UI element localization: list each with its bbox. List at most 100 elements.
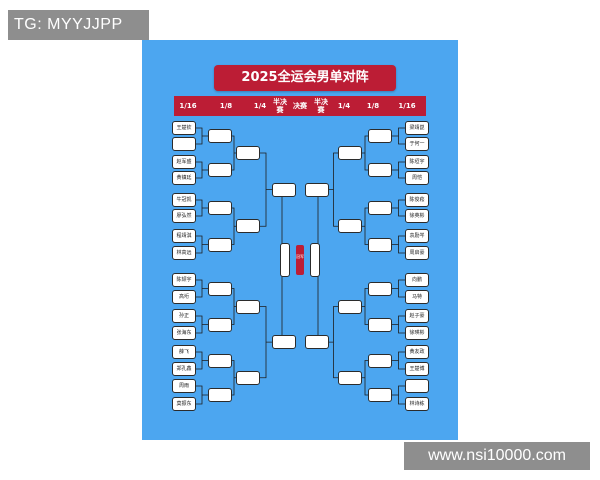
r8-slot-right-3 bbox=[368, 201, 392, 215]
connector-r16-left-2 bbox=[196, 161, 208, 179]
round-label-semi-left: 半决 赛 bbox=[273, 96, 287, 116]
r8-slot-left-5 bbox=[208, 281, 232, 296]
r8-slot-left-3 bbox=[208, 201, 232, 215]
connector-r8-right-3 bbox=[362, 288, 368, 325]
connector-r16-left-4 bbox=[196, 235, 208, 254]
semi-left-line1: 半决 bbox=[273, 98, 287, 106]
r8-slot-left-7 bbox=[208, 353, 232, 368]
round-label-final: 决赛 bbox=[293, 102, 307, 110]
player-slot-right-9: 向鹏 bbox=[405, 273, 429, 287]
semi-slot-left-1 bbox=[272, 182, 296, 197]
r4-slot-left-4 bbox=[236, 370, 260, 385]
final-slot-left bbox=[280, 243, 290, 277]
connector-r8-left-2 bbox=[232, 207, 236, 245]
connector-r16-right-3 bbox=[392, 199, 405, 217]
round-header-bar: 1/16 1/8 1/4 半决 赛 决赛 半决 赛 1/4 1/8 1/16 bbox=[174, 96, 426, 116]
r4-slot-right-4 bbox=[338, 370, 362, 385]
r4-slot-left-1 bbox=[236, 146, 260, 160]
r4-slot-left-3 bbox=[236, 299, 260, 314]
semi-right-line2: 赛 bbox=[317, 106, 325, 114]
r8-slot-right-5 bbox=[368, 281, 392, 296]
final-slot-right bbox=[310, 243, 320, 277]
player-slot-left-8: 林高远 bbox=[172, 246, 196, 260]
r8-slot-left-2 bbox=[208, 163, 232, 177]
r8-slot-left-4 bbox=[208, 237, 232, 252]
player-slot-left-9: 陈颉宇 bbox=[172, 273, 196, 287]
r8-slot-right-2 bbox=[368, 163, 392, 177]
semi-left-line2: 赛 bbox=[276, 106, 284, 114]
r8-slot-left-6 bbox=[208, 317, 232, 332]
player-slot-left-10: 高垳 bbox=[172, 290, 196, 304]
connector-r8-left-3 bbox=[232, 288, 236, 325]
connector-r16-right-1 bbox=[392, 127, 405, 145]
player-slot-right-3: 陈垣宇 bbox=[405, 155, 429, 169]
connector-r16-right-7 bbox=[392, 351, 405, 370]
round-label-semi-right: 半决 赛 bbox=[314, 96, 328, 116]
semi-slot-right-2 bbox=[305, 335, 329, 350]
r4-slot-left-2 bbox=[236, 219, 260, 234]
round-label-r16-left: 1/16 bbox=[179, 102, 197, 110]
r8-slot-left-1 bbox=[208, 129, 232, 143]
player-slot-left-4: 黄镇廷 bbox=[172, 171, 196, 185]
connector-r16-right-8 bbox=[392, 385, 405, 405]
round-label-r8-left: 1/8 bbox=[219, 102, 233, 110]
connector-r16-left-6 bbox=[196, 315, 208, 334]
player-slot-right-15 bbox=[405, 379, 429, 393]
player-slot-right-13: 黄友政 bbox=[405, 345, 429, 359]
round-label-r8-right: 1/8 bbox=[366, 102, 380, 110]
connector-r8-right-4 bbox=[362, 360, 368, 396]
connector-r16-right-5 bbox=[392, 279, 405, 298]
connector-r16-left-5 bbox=[196, 279, 208, 298]
player-slot-left-1: 王楚钦 bbox=[172, 121, 196, 135]
r8-slot-right-4 bbox=[368, 237, 392, 252]
player-slot-left-15: 周雨 bbox=[172, 379, 196, 393]
player-slot-right-8: 周启豪 bbox=[405, 246, 429, 260]
watermark-bottom: www.nsi10000.com bbox=[404, 442, 590, 470]
player-slot-right-16: 林诗栋 bbox=[405, 397, 429, 411]
player-slot-left-13: 薛飞 bbox=[172, 345, 196, 359]
connector-r16-left-7 bbox=[196, 351, 208, 370]
connector-r4-left-1 bbox=[260, 152, 272, 227]
bracket-title: 2025全运会男单对阵 bbox=[214, 65, 396, 91]
player-slot-right-14: 王楚博 bbox=[405, 362, 429, 376]
player-slot-left-3: 赵军盛 bbox=[172, 155, 196, 169]
player-slot-left-5: 牛冠凯 bbox=[172, 193, 196, 207]
r4-slot-right-2 bbox=[338, 219, 362, 234]
player-slot-left-11: 孙正 bbox=[172, 309, 196, 323]
champion-slot: 冠军 bbox=[296, 245, 304, 275]
player-slot-right-12: 徐瑛彬 bbox=[405, 326, 429, 340]
r4-slot-right-3 bbox=[338, 299, 362, 314]
player-slot-left-7: 程靖淇 bbox=[172, 229, 196, 243]
connector-r8-right-1 bbox=[362, 135, 368, 171]
round-label-r4-right: 1/4 bbox=[337, 102, 351, 110]
player-slot-right-1: 梁靖崑 bbox=[405, 121, 429, 135]
connector-r16-right-4 bbox=[392, 235, 405, 254]
connector-r4-right-2 bbox=[329, 306, 338, 379]
player-slot-right-4: 周恺 bbox=[405, 171, 429, 185]
r4-slot-right-1 bbox=[338, 146, 362, 160]
semi-right-line1: 半决 bbox=[314, 98, 328, 106]
connector-r4-left-2 bbox=[260, 306, 272, 379]
player-slot-right-11: 赵子豪 bbox=[405, 309, 429, 323]
r8-slot-left-8 bbox=[208, 388, 232, 402]
player-slot-right-6: 徐英彬 bbox=[405, 209, 429, 223]
r8-slot-right-6 bbox=[368, 317, 392, 332]
bracket-poster: 2025全运会男单对阵 1/16 1/8 1/4 半决 赛 决赛 半决 赛 1/… bbox=[142, 40, 458, 440]
player-slot-right-5: 陈俊菘 bbox=[405, 193, 429, 207]
player-slot-left-12: 张海东 bbox=[172, 326, 196, 340]
connector-r8-right-2 bbox=[362, 207, 368, 245]
connector-r16-left-3 bbox=[196, 199, 208, 217]
r8-slot-right-8 bbox=[368, 388, 392, 402]
player-slot-right-7: 袁励岑 bbox=[405, 229, 429, 243]
watermark-top: TG: MYYJJPP bbox=[8, 10, 149, 40]
connector-r16-right-2 bbox=[392, 161, 405, 179]
semi-slot-left-2 bbox=[272, 335, 296, 350]
player-slot-right-2: 于何一 bbox=[405, 137, 429, 151]
round-label-r4-left: 1/4 bbox=[253, 102, 267, 110]
player-slot-left-2 bbox=[172, 137, 196, 151]
connector-r16-right-6 bbox=[392, 315, 405, 334]
connector-r8-left-1 bbox=[232, 135, 236, 171]
semi-slot-right-1 bbox=[305, 182, 329, 197]
player-slot-left-16: 莫振东 bbox=[172, 397, 196, 411]
connector-r16-left-1 bbox=[196, 127, 208, 145]
